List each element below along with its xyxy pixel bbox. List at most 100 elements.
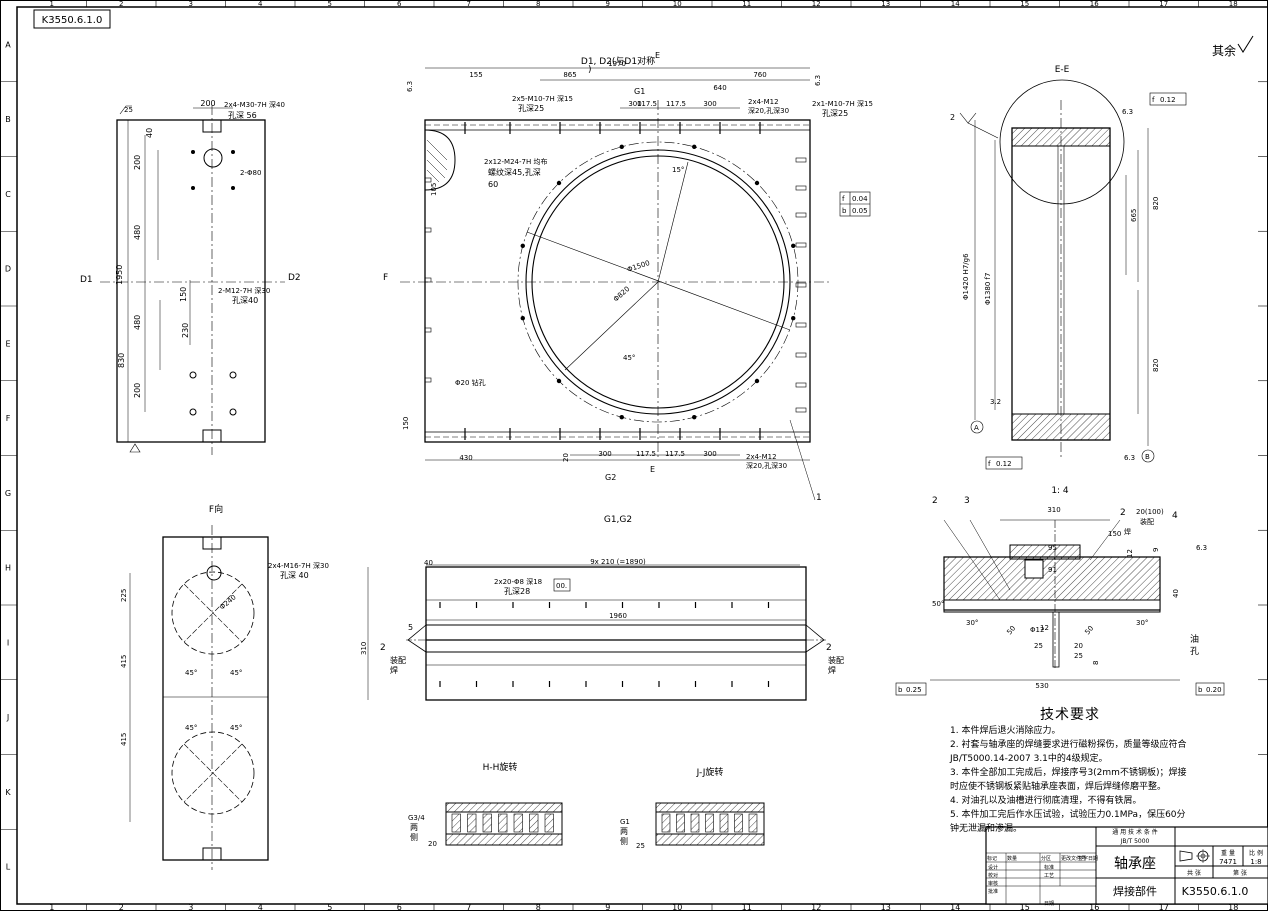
bolt-hole	[619, 415, 624, 420]
col-label-bottom: 4	[258, 903, 263, 911]
col-label-top: 2	[119, 0, 123, 8]
col-label-bottom: 5	[327, 903, 332, 911]
row-label: E	[5, 339, 10, 348]
col-label-bottom: 8	[536, 903, 541, 911]
g-dim-310: 310	[360, 642, 368, 655]
dim-main-300d: 300	[703, 450, 716, 458]
tb-revision-rows: 标记数量分区更改文件号签字日期	[987, 855, 1098, 862]
tb-sheet: 第 张	[1233, 869, 1247, 877]
right-side-hole	[795, 382, 807, 388]
main-rough-left: 6.3	[406, 81, 414, 92]
col-label-bottom: 14	[950, 903, 960, 911]
row-label: I	[7, 638, 9, 647]
f-note-m16b: 孔深 40	[280, 571, 309, 580]
tb-role2: 工艺	[1044, 873, 1054, 879]
column-grid-labels: 1122334455667788991010111112121313141415…	[49, 0, 1238, 911]
left-note-m12: 2-M12-7H 深30	[218, 286, 270, 295]
dim-left-150: 150	[179, 287, 188, 302]
section-slot	[451, 813, 461, 833]
dim-left-480b: 480	[133, 315, 142, 330]
bolt-hole	[754, 180, 760, 186]
section-jj-view	[655, 802, 765, 846]
tb-part-name: 轴承座	[1114, 856, 1156, 872]
g-pitch: 9x 210 (=1890)	[590, 558, 646, 566]
col-label-top: 3	[189, 0, 193, 8]
ee-tol-bottom: 0.12	[996, 460, 1012, 468]
dim-left-830: 830	[117, 353, 126, 368]
main-note-m10b: 孔深25	[518, 104, 544, 113]
row-label: C	[5, 190, 11, 199]
section-slot	[734, 813, 743, 833]
row-label: B	[5, 115, 11, 124]
detail-dim-25: 25	[1034, 642, 1043, 650]
left-side-hole	[424, 377, 432, 383]
svg-text:b: b	[842, 207, 847, 215]
part-number-1: 1	[816, 493, 822, 503]
f-angle-2: 45°	[230, 669, 242, 677]
main-tol-1: 0.04	[852, 195, 868, 203]
svg-text:): )	[588, 65, 592, 75]
roughness-icon	[1237, 35, 1254, 53]
bolt-hole	[791, 243, 796, 248]
bolt-hole	[754, 378, 760, 384]
svg-text:b: b	[898, 686, 903, 694]
row-label: J	[6, 713, 9, 722]
g-dim-40: 40	[424, 559, 433, 567]
section-slot	[498, 813, 508, 833]
dim-main-117b: 117.5	[666, 100, 686, 108]
section-ee-view	[959, 79, 1155, 463]
g-note-phi8b: 孔深28	[504, 587, 530, 596]
ee-datum-b: B	[1145, 453, 1150, 461]
svg-text:f: f	[842, 195, 845, 203]
g-weld-right: 装配	[828, 655, 844, 665]
col-label-top: 5	[328, 0, 332, 8]
detail-dim-50a: 50	[1005, 624, 1017, 636]
detail-dim-12b: 12	[1040, 624, 1049, 632]
svg-text:f: f	[988, 460, 991, 468]
hh-dim: 20	[428, 840, 437, 848]
col-label-bottom: 15	[1020, 903, 1030, 911]
main-view-title: D1, D2(与D1对称	[581, 55, 655, 67]
f-view-title: F向	[209, 503, 223, 515]
jj-dim: 25	[636, 842, 645, 850]
main-view-holes	[424, 122, 807, 440]
row-label: D	[5, 265, 11, 274]
main-rough-right: 6.3	[814, 75, 822, 86]
tb-standard-code: JB/T 5000	[1120, 838, 1150, 845]
projection-symbol-icon	[1179, 850, 1193, 862]
section-label-e-top: E	[655, 51, 660, 60]
title-block	[985, 826, 1268, 905]
tb-sheets: 共 张	[1187, 869, 1201, 877]
detail-rough: 6.3	[1196, 544, 1207, 552]
left-side-hole	[424, 177, 432, 183]
ee-dim-665: 665	[1130, 209, 1138, 222]
main-note-m12-bottomb: 深20,孔深30	[746, 461, 787, 470]
col-label-bottom: 10	[672, 903, 682, 911]
dim-main-1970: 1970	[608, 60, 626, 68]
f-view	[129, 525, 269, 870]
main-note-m24: 2x12-M24-7H 均布	[484, 157, 547, 166]
col-label-top: 16	[1090, 0, 1099, 8]
tb-rev-header: 更改文件号	[1061, 855, 1086, 862]
ee-dim-820a: 820	[1152, 197, 1160, 210]
tb-role: 设计	[988, 864, 998, 871]
left-roughness: 25	[124, 106, 133, 114]
detail-dim-95: 95	[1048, 544, 1057, 552]
tech-item-5: 5. 本件加工完后作水压试验，试验压力0.1MPa，保压60分钟无泄漏和渗漏。	[950, 810, 1186, 834]
col-label-top: 4	[258, 0, 263, 8]
dim-main-150: 150	[402, 417, 410, 430]
tb-part-sub: 焊接部件	[1113, 884, 1157, 898]
detail-leader-3: 3	[964, 496, 970, 506]
hh-label: G3/4	[408, 814, 425, 822]
right-side-hole	[795, 352, 807, 358]
section-label-g1: G1	[634, 87, 645, 96]
tb-weight: 7471	[1219, 858, 1237, 866]
dim-main-640: 640	[713, 84, 726, 92]
left-side-hole	[424, 327, 432, 333]
section-slot	[544, 813, 554, 833]
ee-view-title: E-E	[1055, 65, 1070, 75]
hh-label3: 侧	[410, 832, 418, 842]
detail-dim-phi12: Φ12	[1030, 626, 1044, 634]
main-note-m10-right: 2x1-M10-7H 深15	[812, 99, 873, 108]
